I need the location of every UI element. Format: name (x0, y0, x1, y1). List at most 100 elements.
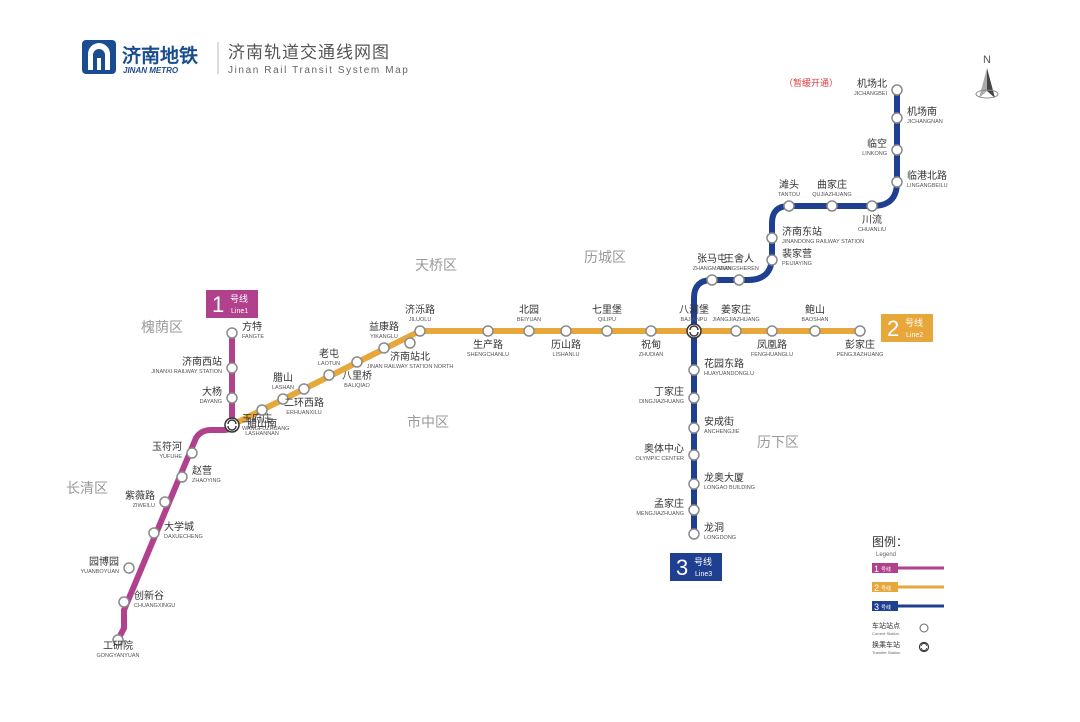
station-name-en: YUFUHE (159, 454, 182, 460)
station-name-cn: 济泺路 (405, 303, 435, 316)
district-label: 历下区 (757, 435, 799, 451)
station-name-cn: 历山路 (551, 338, 581, 351)
station-dot-icon (854, 325, 866, 337)
station-name-en: ZIWEILU (133, 503, 155, 509)
legend-station-label: 车站站点 (872, 621, 900, 630)
station-dot-icon (891, 176, 903, 188)
line2-badge[interactable]: 2 号线 Line2 (881, 314, 933, 342)
svg-text:号线: 号线 (881, 604, 891, 611)
station-name-en: BAOSHAN (802, 317, 829, 323)
station-name-cn: 彭家庄 (845, 338, 875, 351)
station-name-cn: 安成街 (704, 415, 734, 428)
station-name-en: LONGDONG (704, 535, 736, 541)
station-name-en: WANGSHEREN (719, 266, 759, 272)
station-name-cn: 鲍山 (805, 303, 825, 316)
station-name-cn: 滩头 (779, 178, 799, 191)
station-name-en: LASHANNAN (245, 431, 279, 437)
station-dot-icon (891, 112, 903, 124)
station-name-en: FENGHUANGLU (751, 352, 793, 358)
station-name-cn: 机场北 (857, 77, 887, 90)
svg-text:号线: 号线 (230, 293, 248, 305)
station-name-cn: 龙奥大厦 (704, 471, 744, 484)
line3-badge[interactable]: 3 号线 Line3 (670, 553, 722, 581)
station-name-cn: 孟家庄 (654, 497, 684, 510)
station-name-cn: 腊山 (273, 372, 293, 384)
station-dot-icon (148, 527, 160, 539)
station-name-en: JINANDONG RAILWAY STATION (782, 239, 864, 245)
svg-text:2: 2 (887, 316, 899, 341)
logo-text-cn: 济南地铁 (122, 44, 198, 67)
station-name-en: LAOTUN (318, 361, 340, 367)
station-dot-icon (688, 528, 700, 540)
station-dot-icon (866, 200, 878, 212)
station-name-en: BAJIANPU (681, 317, 708, 323)
legend-transfer-label: 换乘车站 (872, 640, 900, 649)
station-name-cn: 工研院 (103, 639, 133, 652)
map-title-en: Jinan Rail Transit System Map (228, 65, 409, 76)
svg-text:Line3: Line3 (695, 571, 712, 578)
station-name-cn: 张马屯 (697, 252, 727, 265)
station-name-cn: 方特 (242, 320, 262, 333)
svg-text:3: 3 (874, 602, 879, 612)
logo-icon (82, 40, 116, 74)
station-name-cn: 济南站北 (390, 350, 430, 363)
station-name-cn: 临空 (867, 137, 887, 150)
station-dot-icon (891, 144, 903, 156)
line1-badge[interactable]: 1 号线 Line1 (206, 290, 258, 318)
station-name-en: LASHAN (272, 385, 294, 391)
station-dot-icon (919, 623, 929, 633)
station-name-en: QUJIAZHUANG (812, 192, 851, 198)
station-dot-icon (123, 562, 135, 574)
station-name-cn: 机场南 (907, 105, 937, 118)
station-name-en: OLYMPIC CENTER (636, 456, 685, 462)
